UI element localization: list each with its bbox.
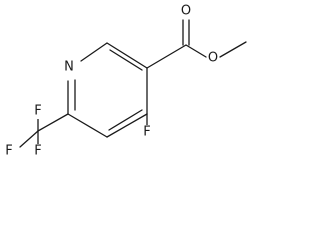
carbonyl-oxygen-label: O xyxy=(181,4,191,19)
pyridine-ring xyxy=(67,42,148,138)
bond-c5-c6 xyxy=(67,113,108,138)
methyl-ester-group xyxy=(146,19,247,69)
bond-c2-c3-inner xyxy=(109,49,143,71)
cf3-fluorine-bottom-label: F xyxy=(34,144,41,159)
bond-c6-cf3 xyxy=(37,113,69,132)
bond-c3-carbonyl xyxy=(146,44,187,69)
ring-fluorine-label: F xyxy=(143,125,150,140)
ring-nitrogen-label: N xyxy=(64,60,74,75)
trifluoromethyl-group xyxy=(19,113,69,148)
bond-carbonyl-ester-o xyxy=(185,44,207,58)
bond-n-c2 xyxy=(80,42,108,62)
cf3-fluorine-top-label: F xyxy=(34,104,41,119)
cf3-fluorine-left-label: F xyxy=(5,144,12,159)
bond-cf3-f-left xyxy=(19,130,39,148)
molecule-structure-diagram: N O O F F F F xyxy=(4,3,247,159)
bond-c4-c5-inner xyxy=(108,109,143,131)
ester-oxygen-label: O xyxy=(208,51,218,66)
bond-ester-o-methyl xyxy=(219,41,247,58)
bond-c2-c3-outer xyxy=(106,42,148,69)
atom-labels: N O O F F F F xyxy=(4,3,219,159)
bond-c4-c5-outer xyxy=(106,113,148,138)
